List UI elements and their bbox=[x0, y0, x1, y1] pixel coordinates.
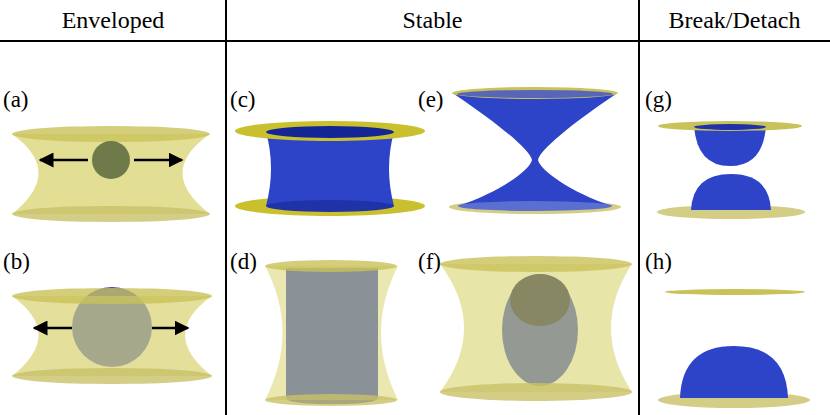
bridge-a bbox=[12, 126, 210, 222]
bridge-c bbox=[235, 121, 425, 216]
panel-label: (f) bbox=[418, 250, 441, 273]
panel-label: (g) bbox=[645, 88, 672, 111]
column-rule bbox=[225, 0, 227, 415]
bridge-d bbox=[265, 260, 398, 406]
column-rule bbox=[638, 0, 640, 415]
panel-label: (e) bbox=[418, 88, 444, 111]
bridge-b bbox=[12, 287, 212, 384]
column-heading: Enveloped bbox=[62, 8, 165, 32]
bridge-g bbox=[657, 121, 805, 219]
column-heading: Break/Detach bbox=[669, 8, 801, 32]
panel-label: (b) bbox=[3, 250, 30, 273]
panel-label: (h) bbox=[645, 250, 672, 273]
bridge-h bbox=[658, 289, 810, 408]
bridge-f bbox=[440, 256, 632, 401]
panel-label: (d) bbox=[230, 250, 257, 273]
column-heading: Stable bbox=[403, 8, 463, 32]
header-rule bbox=[0, 40, 830, 42]
panel-label: (a) bbox=[3, 88, 29, 111]
bridge-e bbox=[449, 87, 621, 214]
panel-label: (c) bbox=[230, 88, 256, 111]
